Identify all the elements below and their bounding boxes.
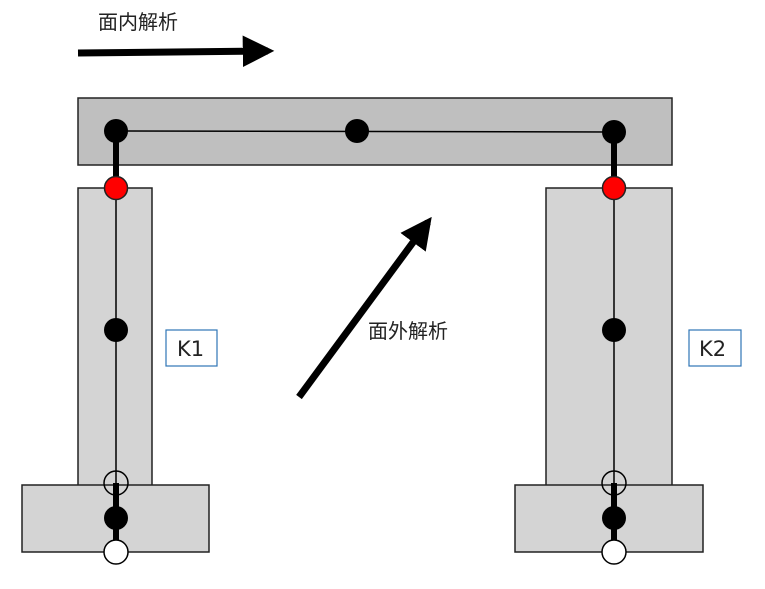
open-node-left-bottom [103,539,129,565]
out-of-plane-label: 面外解析 [368,319,448,343]
column-label-right: K2 [688,329,742,367]
out-of-plane-arrow [296,216,432,400]
node-beam-mid [345,119,369,143]
node-column-left-mid [104,318,128,342]
in-plane-label: 面内解析 [98,10,178,34]
node-column-right-mid [602,318,626,342]
in-plane-arrow [77,35,275,68]
node-beam-left [104,119,128,143]
open-node-right-bottom [601,539,627,565]
open-node-right-top [601,470,627,496]
node-beam-right [602,120,626,144]
node-footing-right [602,506,626,530]
open-node-left-top [103,470,129,496]
hinge-node-left [103,175,129,201]
node-footing-left [104,506,128,530]
column-label-left: K1 [165,329,218,367]
column-label-right-box [688,329,742,367]
column-label-left-text: K1 [177,337,204,361]
column-label-left-box [165,329,218,367]
hinge-node-right [601,175,627,201]
column-label-right-text: K2 [699,337,726,361]
